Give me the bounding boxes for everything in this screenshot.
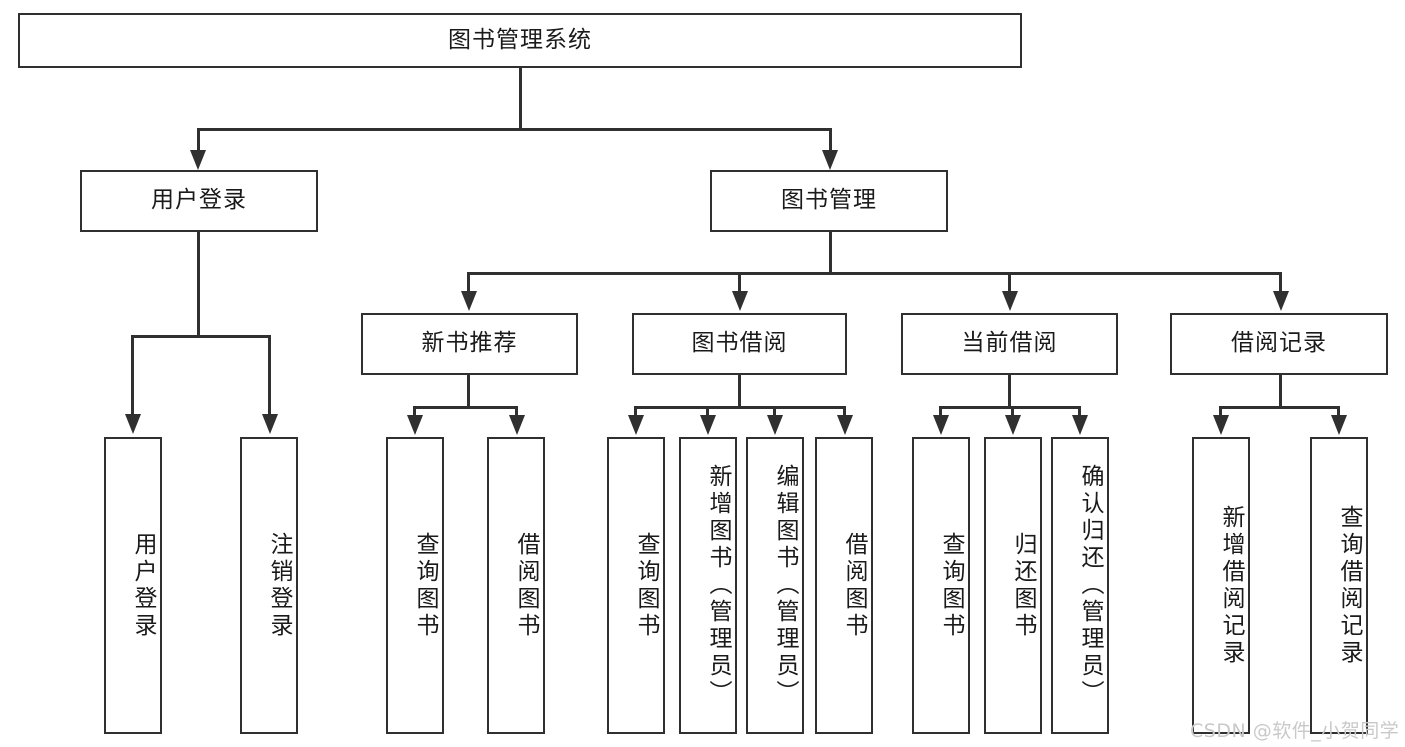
connector-new-book-to-leaf-2 [515,406,518,418]
arrowhead-user-login-leaf-2 [262,414,278,434]
node-label: 注销登录 [266,531,292,640]
connector-new-book-stem [467,375,470,408]
node-label: 新书推荐 [421,330,518,357]
node-label: 借阅记录 [1231,330,1327,357]
node-label: 借阅图书 [841,531,867,640]
arrowhead-cb-leaf-2 [1005,415,1021,435]
connector-bm-to-book-borrow [738,272,741,294]
node-label: 编辑图书（管理员） [772,464,798,707]
arrowhead-bb-leaf-2 [700,415,716,435]
connector-current-borrow-stem [1008,375,1011,408]
node-borrow-record[interactable]: 借阅记录 [1170,313,1388,375]
arrowhead-user-login-leaf-1 [125,414,141,434]
arrowhead-root-to-book-management [822,150,838,170]
arrowhead-bb-leaf-4 [837,415,853,435]
node-label: 图书借阅 [691,330,788,357]
connector-bb-to-leaf-1 [634,406,637,418]
node-label: 确认归还（管理员） [1077,464,1103,707]
connector-book-borrow-stem [738,375,741,408]
node-book-borrow[interactable]: 图书借阅 [632,313,847,375]
node-label: 查询借阅记录 [1336,504,1362,667]
connector-new-book-bus [413,406,518,409]
connector-bm-to-borrow-record [1279,272,1282,294]
connector-root-bus [197,128,831,131]
connector-cb-to-leaf-2 [1011,406,1014,418]
arrowhead-br-leaf-2 [1331,415,1347,435]
leaf-query-borrow-record[interactable]: 查询借阅记录 [1310,437,1368,734]
connector-borrow-record-stem [1279,375,1282,408]
leaf-add-book-admin[interactable]: 新增图书（管理员） [679,437,737,734]
connector-cb-to-leaf-1 [939,406,942,418]
arrowhead-bm-current-borrow [1002,291,1018,311]
connector-user-login-bus [131,335,271,338]
node-label: 新增图书（管理员） [705,464,731,707]
node-user-login[interactable]: 用户登录 [80,170,318,232]
connector-bb-to-leaf-3 [773,406,776,418]
arrowhead-root-to-user-login [190,150,206,170]
arrowhead-br-leaf-1 [1213,415,1229,435]
node-label: 用户登录 [151,187,247,214]
watermark-csdn: CSDN @软件_小贺同学 [1190,720,1400,742]
connector-book-borrow-bus [634,406,845,409]
leaf-logout[interactable]: 注销登录 [240,437,298,734]
node-new-book-recommend[interactable]: 新书推荐 [361,313,578,375]
connector-user-login-to-leaf-2 [268,335,271,417]
connector-cb-to-leaf-3 [1078,406,1081,418]
connector-root-to-user-login [197,128,200,153]
connector-borrow-record-bus [1219,406,1339,409]
node-label: 查询图书 [412,531,438,640]
connector-new-book-to-leaf-1 [413,406,416,418]
connector-br-to-leaf-1 [1219,406,1222,418]
arrowhead-new-book-leaf-2 [509,415,525,435]
leaf-query-book-borrow[interactable]: 查询图书 [607,437,665,734]
arrowhead-new-book-leaf-1 [407,415,423,435]
arrowhead-cb-leaf-1 [933,415,949,435]
node-book-management[interactable]: 图书管理 [710,170,948,232]
connector-root-to-book-management [829,128,832,153]
connector-br-to-leaf-2 [1337,406,1340,418]
arrowhead-bm-borrow-record [1273,291,1289,311]
node-label: 查询图书 [633,531,659,640]
node-label: 图书管理 [781,187,877,214]
leaf-edit-book-admin[interactable]: 编辑图书（管理员） [746,437,804,734]
leaf-return-book[interactable]: 归还图书 [984,437,1042,734]
node-label: 查询图书 [938,531,964,640]
connector-bb-to-leaf-2 [706,406,709,418]
arrowhead-cb-leaf-3 [1072,415,1088,435]
connector-book-management-bus [467,272,1281,275]
connector-book-management-stem [829,232,832,275]
leaf-query-book-new[interactable]: 查询图书 [386,437,444,734]
arrowhead-bb-leaf-3 [767,415,783,435]
connector-bm-to-current-borrow [1008,272,1011,294]
leaf-borrow-book[interactable]: 借阅图书 [815,437,873,734]
connector-bb-to-leaf-4 [843,406,846,418]
node-label: 借阅图书 [513,531,539,640]
leaf-user-login[interactable]: 用户登录 [104,437,162,734]
leaf-add-borrow-record[interactable]: 新增借阅记录 [1192,437,1250,734]
node-label: 新增借阅记录 [1218,504,1244,667]
leaf-borrow-book-new[interactable]: 借阅图书 [487,437,545,734]
leaf-query-book-current[interactable]: 查询图书 [912,437,970,734]
node-label: 图书管理系统 [448,26,592,53]
arrowhead-bm-new-book [461,291,477,311]
connector-user-login-to-leaf-1 [131,335,134,417]
node-label: 归还图书 [1010,531,1036,640]
connector-bm-to-new-book [467,272,470,294]
connector-current-borrow-bus [939,406,1080,409]
node-label: 当前借阅 [961,330,1058,357]
node-root-book-management-system[interactable]: 图书管理系统 [18,13,1022,68]
connector-root-stem [519,68,522,130]
arrowhead-bm-book-borrow [732,291,748,311]
node-label: 用户登录 [130,531,156,640]
connector-user-login-stem [197,232,200,338]
node-current-borrow[interactable]: 当前借阅 [901,313,1118,375]
leaf-confirm-return-admin[interactable]: 确认归还（管理员） [1051,437,1109,734]
arrowhead-bb-leaf-1 [628,415,644,435]
